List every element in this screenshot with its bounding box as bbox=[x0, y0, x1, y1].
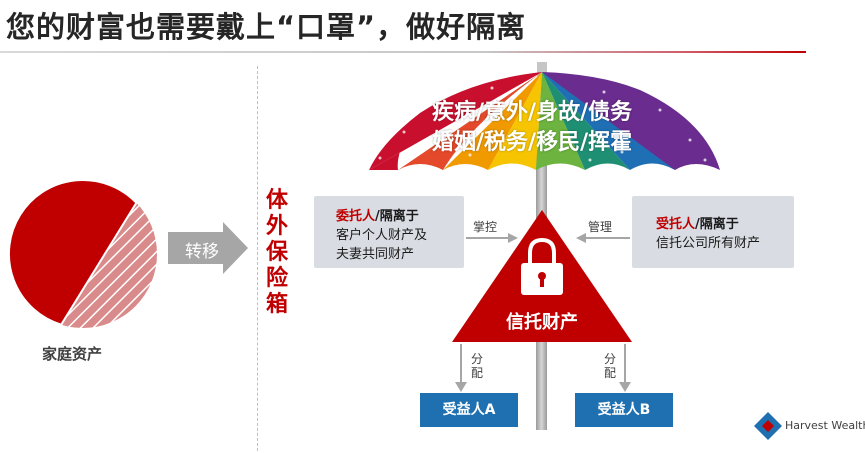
family-assets-pie bbox=[7, 179, 157, 328]
manage-label: 管理 bbox=[588, 220, 613, 234]
trustee-role: 受托人 bbox=[656, 217, 696, 232]
logo-text: Harvest Wealth bbox=[785, 419, 865, 432]
trustee-isolation: /隔离于 bbox=[695, 217, 739, 232]
pie-main-slice bbox=[7, 179, 138, 326]
harvest-wealth-logo-icon bbox=[754, 412, 782, 440]
settlor-line-2: 客户个人财产及 bbox=[336, 228, 428, 243]
title-divider bbox=[0, 51, 806, 53]
settlor-box: 委托人/隔离于 客户个人财产及 夫妻共同财产 bbox=[314, 196, 464, 268]
beneficiary-b-box: 受益人B bbox=[575, 393, 673, 427]
control-label: 掌控 bbox=[473, 220, 498, 234]
settlor-isolation: /隔离于 bbox=[375, 209, 419, 224]
umbrella-tip bbox=[537, 62, 547, 76]
transfer-arrow bbox=[168, 222, 248, 274]
trust-property-label: 信托财产 bbox=[506, 312, 578, 333]
risk-line-1: 疾病/意外/身故/债务 bbox=[432, 100, 633, 125]
trustee-line-2: 信托公司所有财产 bbox=[656, 236, 761, 251]
trustee-box: 受托人/隔离于 信托公司所有财产 bbox=[632, 196, 794, 268]
page-title: 您的财富也需要戴上“口罩”，做好隔离 bbox=[6, 10, 527, 44]
risk-line-2: 婚姻/税务/移民/挥霍 bbox=[432, 130, 633, 155]
lock-icon bbox=[521, 237, 563, 295]
beneficiary-a-box: 受益人A bbox=[420, 393, 518, 427]
settlor-role: 委托人 bbox=[336, 209, 376, 224]
dashed-separator bbox=[257, 66, 258, 451]
family-assets-caption: 家庭资产 bbox=[42, 345, 103, 363]
distribute-label-right: 分配 bbox=[604, 352, 617, 380]
offshore-safe-label: 体外保险箱 bbox=[265, 188, 288, 317]
settlor-line-3: 夫妻共同财产 bbox=[336, 247, 415, 262]
transfer-arrow-label: 转移 bbox=[185, 242, 219, 262]
rain-drops bbox=[378, 86, 707, 162]
distribute-label-left: 分配 bbox=[471, 352, 484, 380]
